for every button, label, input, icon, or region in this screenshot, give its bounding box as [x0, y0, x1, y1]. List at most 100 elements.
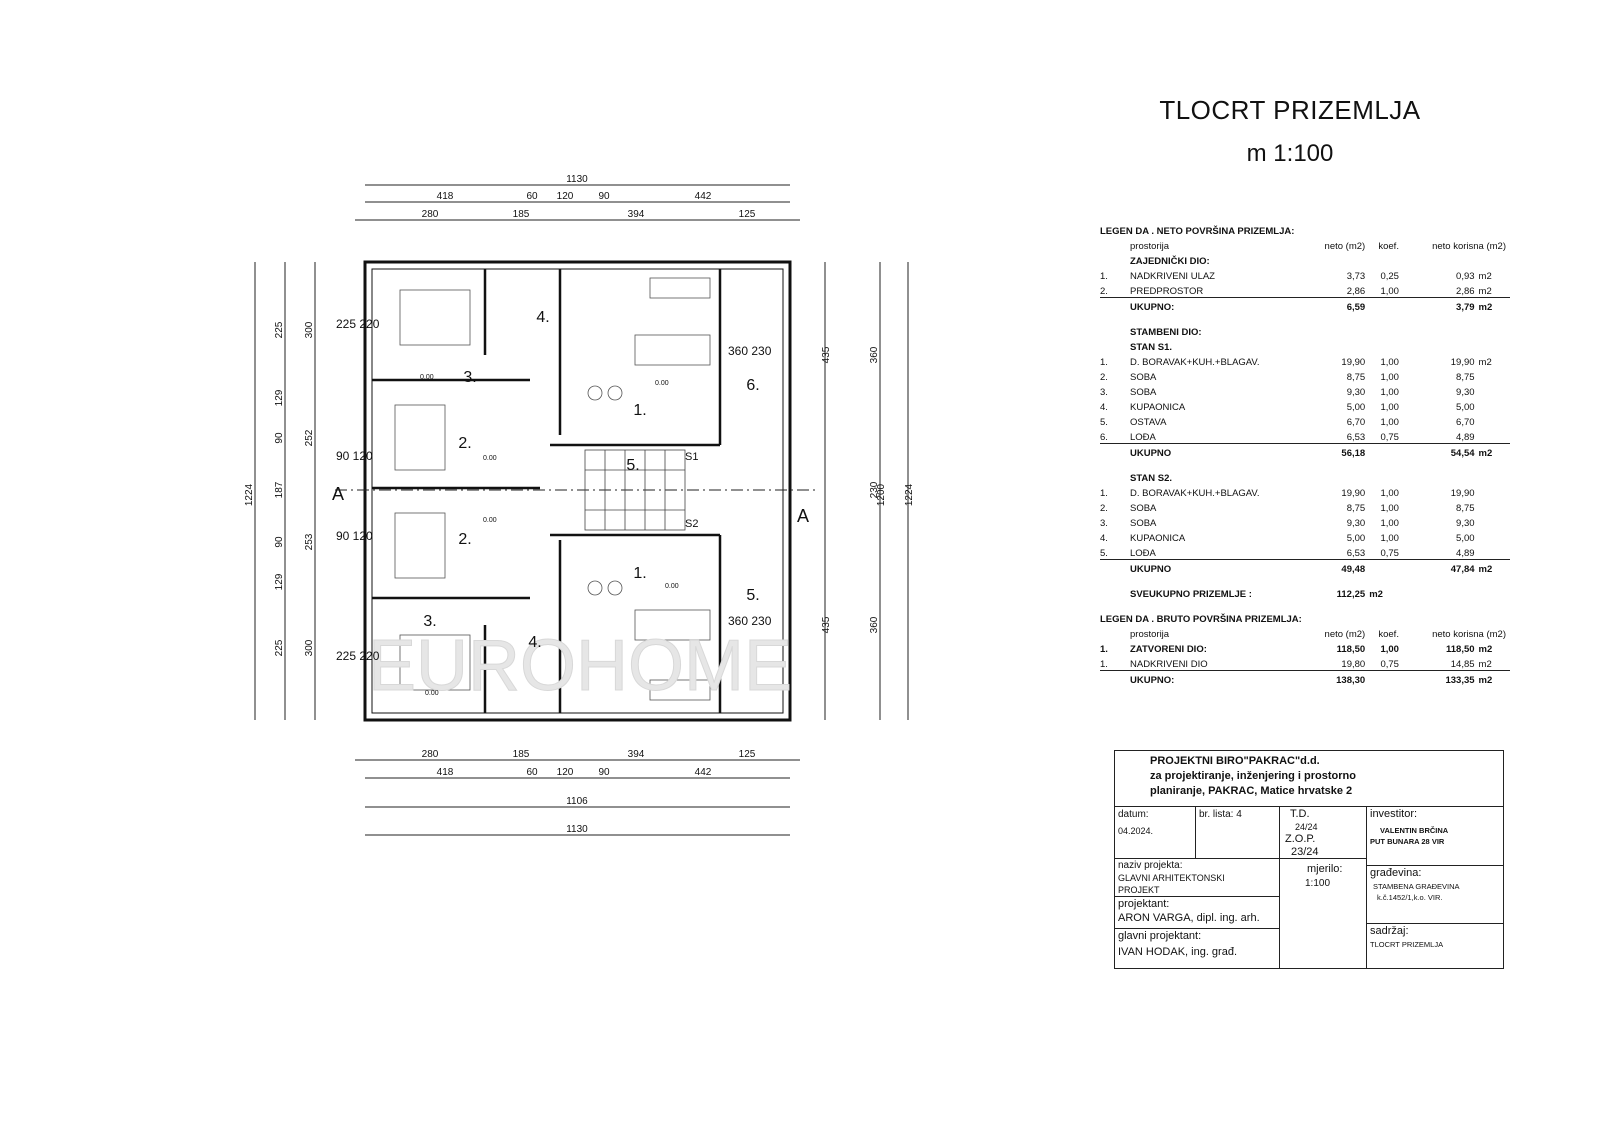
dim-bottom-inner: 1106 [566, 796, 588, 807]
sheet-number: br. lista: 4 [1199, 809, 1242, 820]
datum-label: datum: [1118, 809, 1149, 820]
scale-value: 1:100 [1305, 878, 1331, 889]
dim-bottom-60: 60 [526, 767, 538, 778]
dim-left-187: 187 [274, 481, 285, 498]
section-mark-left: A [332, 484, 344, 504]
room-s1-5: 5. [626, 457, 639, 474]
window-label: 90 120 [336, 529, 373, 543]
dim-left-300a: 300 [304, 321, 315, 338]
section-heading: STAN S2. [1130, 473, 1173, 484]
dim-bottom-total: 1130 [566, 824, 588, 835]
drawing-title: TLOCRT PRIZEMLJA [1159, 95, 1421, 125]
dim-top-185: 185 [513, 209, 530, 220]
room-s2-4: 4. [528, 634, 541, 651]
dim-right-inner: 1200 [876, 483, 887, 506]
dim-right-total: 1224 [904, 483, 915, 506]
datum-value: 04.2024. [1118, 826, 1154, 836]
room-s1-1: 1. [633, 402, 646, 419]
company-name: PROJEKTNI BIRO"PAKRAC"d.d. [1150, 755, 1320, 767]
level-mark: 0.00 [483, 517, 497, 524]
dim-left-129b: 129 [274, 573, 285, 590]
floor-plan: EUROHOME 1130 1130 1106 418 60 120 90 44… [240, 170, 930, 855]
dim-top-280: 280 [422, 209, 439, 220]
dim-left-252: 252 [304, 429, 315, 446]
dim-bottom-442: 442 [695, 767, 712, 778]
td-value: 24/24 [1295, 822, 1318, 832]
col-header: prostorija [1130, 241, 1170, 252]
window-label: 225 220 [336, 649, 380, 663]
chief-designer-label: glavni projektant: [1118, 930, 1202, 942]
dim-right-435a: 435 [821, 346, 832, 363]
room-s2-3: 3. [423, 613, 436, 630]
project-line1: GLAVNI ARHITEKTONSKI [1118, 873, 1225, 883]
window-label: 360 230 [728, 614, 772, 628]
col-header: neto korisna (m2) [1432, 629, 1506, 640]
investor-address: PUT BUNARA 28 VIR [1370, 837, 1445, 846]
content-label: sadržaj: [1370, 925, 1409, 937]
col-header: neto (m2) [1324, 241, 1366, 252]
scale-label: mjerilo: [1307, 863, 1343, 875]
chief-designer-name: IVAN HODAK, ing. građ. [1118, 946, 1238, 958]
room-s2-2: 2. [458, 531, 471, 548]
section-heading: ZAJEDNIČKI DIO: [1130, 256, 1210, 267]
floor-plan-svg: EUROHOME 1130 1130 1106 418 60 120 90 44… [244, 174, 915, 836]
zop-value: 23/24 [1291, 846, 1319, 858]
investor-label: investitor: [1370, 808, 1418, 820]
title-block: PROJEKTNI BIRO"PAKRAC"d.d. za projektira… [1114, 750, 1504, 969]
dim-left-90a: 90 [274, 432, 285, 444]
content-value: TLOCRT PRIZEMLJA [1370, 940, 1444, 949]
stair-label-s1: S1 [685, 451, 698, 463]
dim-top-418: 418 [437, 191, 454, 202]
dim-top-394: 394 [628, 209, 645, 220]
project-label: naziv projekta: [1118, 860, 1183, 871]
dim-left-90b: 90 [274, 536, 285, 548]
dim-top-total: 1130 [566, 174, 588, 185]
outer-wall [363, 260, 792, 722]
project-line2: PROJEKT [1118, 885, 1160, 895]
window-label: 360 230 [728, 344, 772, 358]
watermark: EUROHOME [368, 626, 792, 706]
dim-bottom-280: 280 [422, 749, 439, 760]
building-line2: k.č.1452/1,k.o. VIR. [1377, 893, 1443, 902]
dim-bottom-90: 90 [598, 767, 610, 778]
section-heading: STAN S1. [1130, 342, 1173, 353]
drawing-scale: m 1:100 [1246, 140, 1334, 167]
designer-label: projektant: [1118, 898, 1170, 910]
dim-right-435b: 435 [821, 616, 832, 633]
dim-bottom-418: 418 [437, 767, 454, 778]
col-header: neto (m2) [1324, 629, 1366, 640]
dim-top-120: 120 [557, 191, 574, 202]
dim-left-225b: 225 [274, 639, 285, 656]
td-label: T.D. [1290, 808, 1310, 820]
dim-bottom-185: 185 [513, 749, 530, 760]
section-heading: STAMBENI DIO: [1130, 327, 1202, 338]
col-header: prostorija [1130, 629, 1170, 640]
company-line3: planiranje, PAKRAC, Matice hrvatske 2 [1150, 785, 1353, 797]
dim-left-total: 1224 [244, 483, 255, 506]
dim-right-360b: 360 [869, 616, 880, 633]
company-line2: za projektiranje, inženjering i prostorn… [1150, 770, 1356, 782]
room-s2-1: 1. [633, 565, 646, 582]
dim-right-230: 230 [869, 481, 880, 498]
dim-left-129a: 129 [274, 389, 285, 406]
level-mark: 0.00 [665, 583, 679, 590]
dim-top-60: 60 [526, 191, 538, 202]
